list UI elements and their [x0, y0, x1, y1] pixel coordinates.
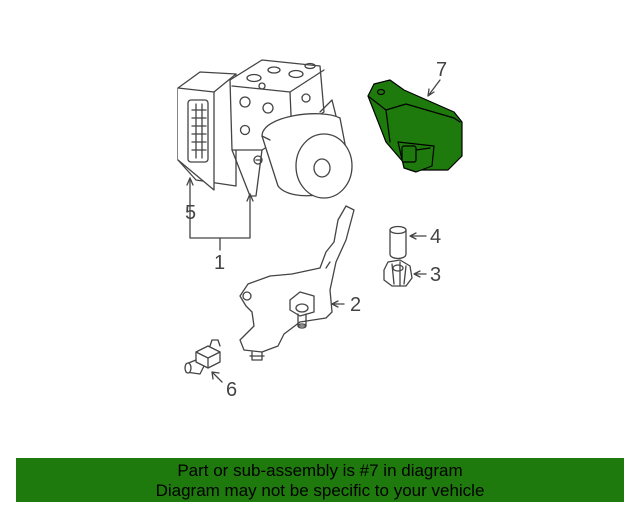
banner-line-part: Part or sub-assembly is #7 in diagram	[177, 461, 463, 480]
leader-lines-1-5	[186, 177, 254, 251]
leader-line-2	[331, 300, 345, 308]
callout-3: 3	[430, 264, 442, 286]
fitting-bolt[interactable]	[184, 339, 221, 375]
callout-2: 2	[350, 294, 362, 316]
abs-hydraulic-unit[interactable]	[177, 59, 353, 199]
callout-6: 6	[226, 379, 238, 401]
callout-4: 4	[430, 226, 442, 248]
highlighted-part-7[interactable]	[367, 79, 463, 173]
callout-7: 7	[436, 59, 448, 81]
leader-line-4	[409, 232, 427, 240]
mounting-bracket[interactable]	[239, 205, 355, 361]
banner-line-disclaimer: Diagram may not be specific to your vehi…	[155, 481, 485, 500]
leader-line-7	[427, 79, 441, 97]
leader-line-6	[211, 371, 223, 383]
grommet[interactable]	[383, 259, 413, 287]
bushing-sleeve[interactable]	[389, 225, 407, 260]
callout-1: 1	[214, 252, 226, 274]
leader-line-3	[413, 270, 427, 278]
info-banner: Part or sub-assembly is #7 in diagram Di…	[16, 458, 624, 502]
callout-5: 5	[185, 202, 197, 224]
